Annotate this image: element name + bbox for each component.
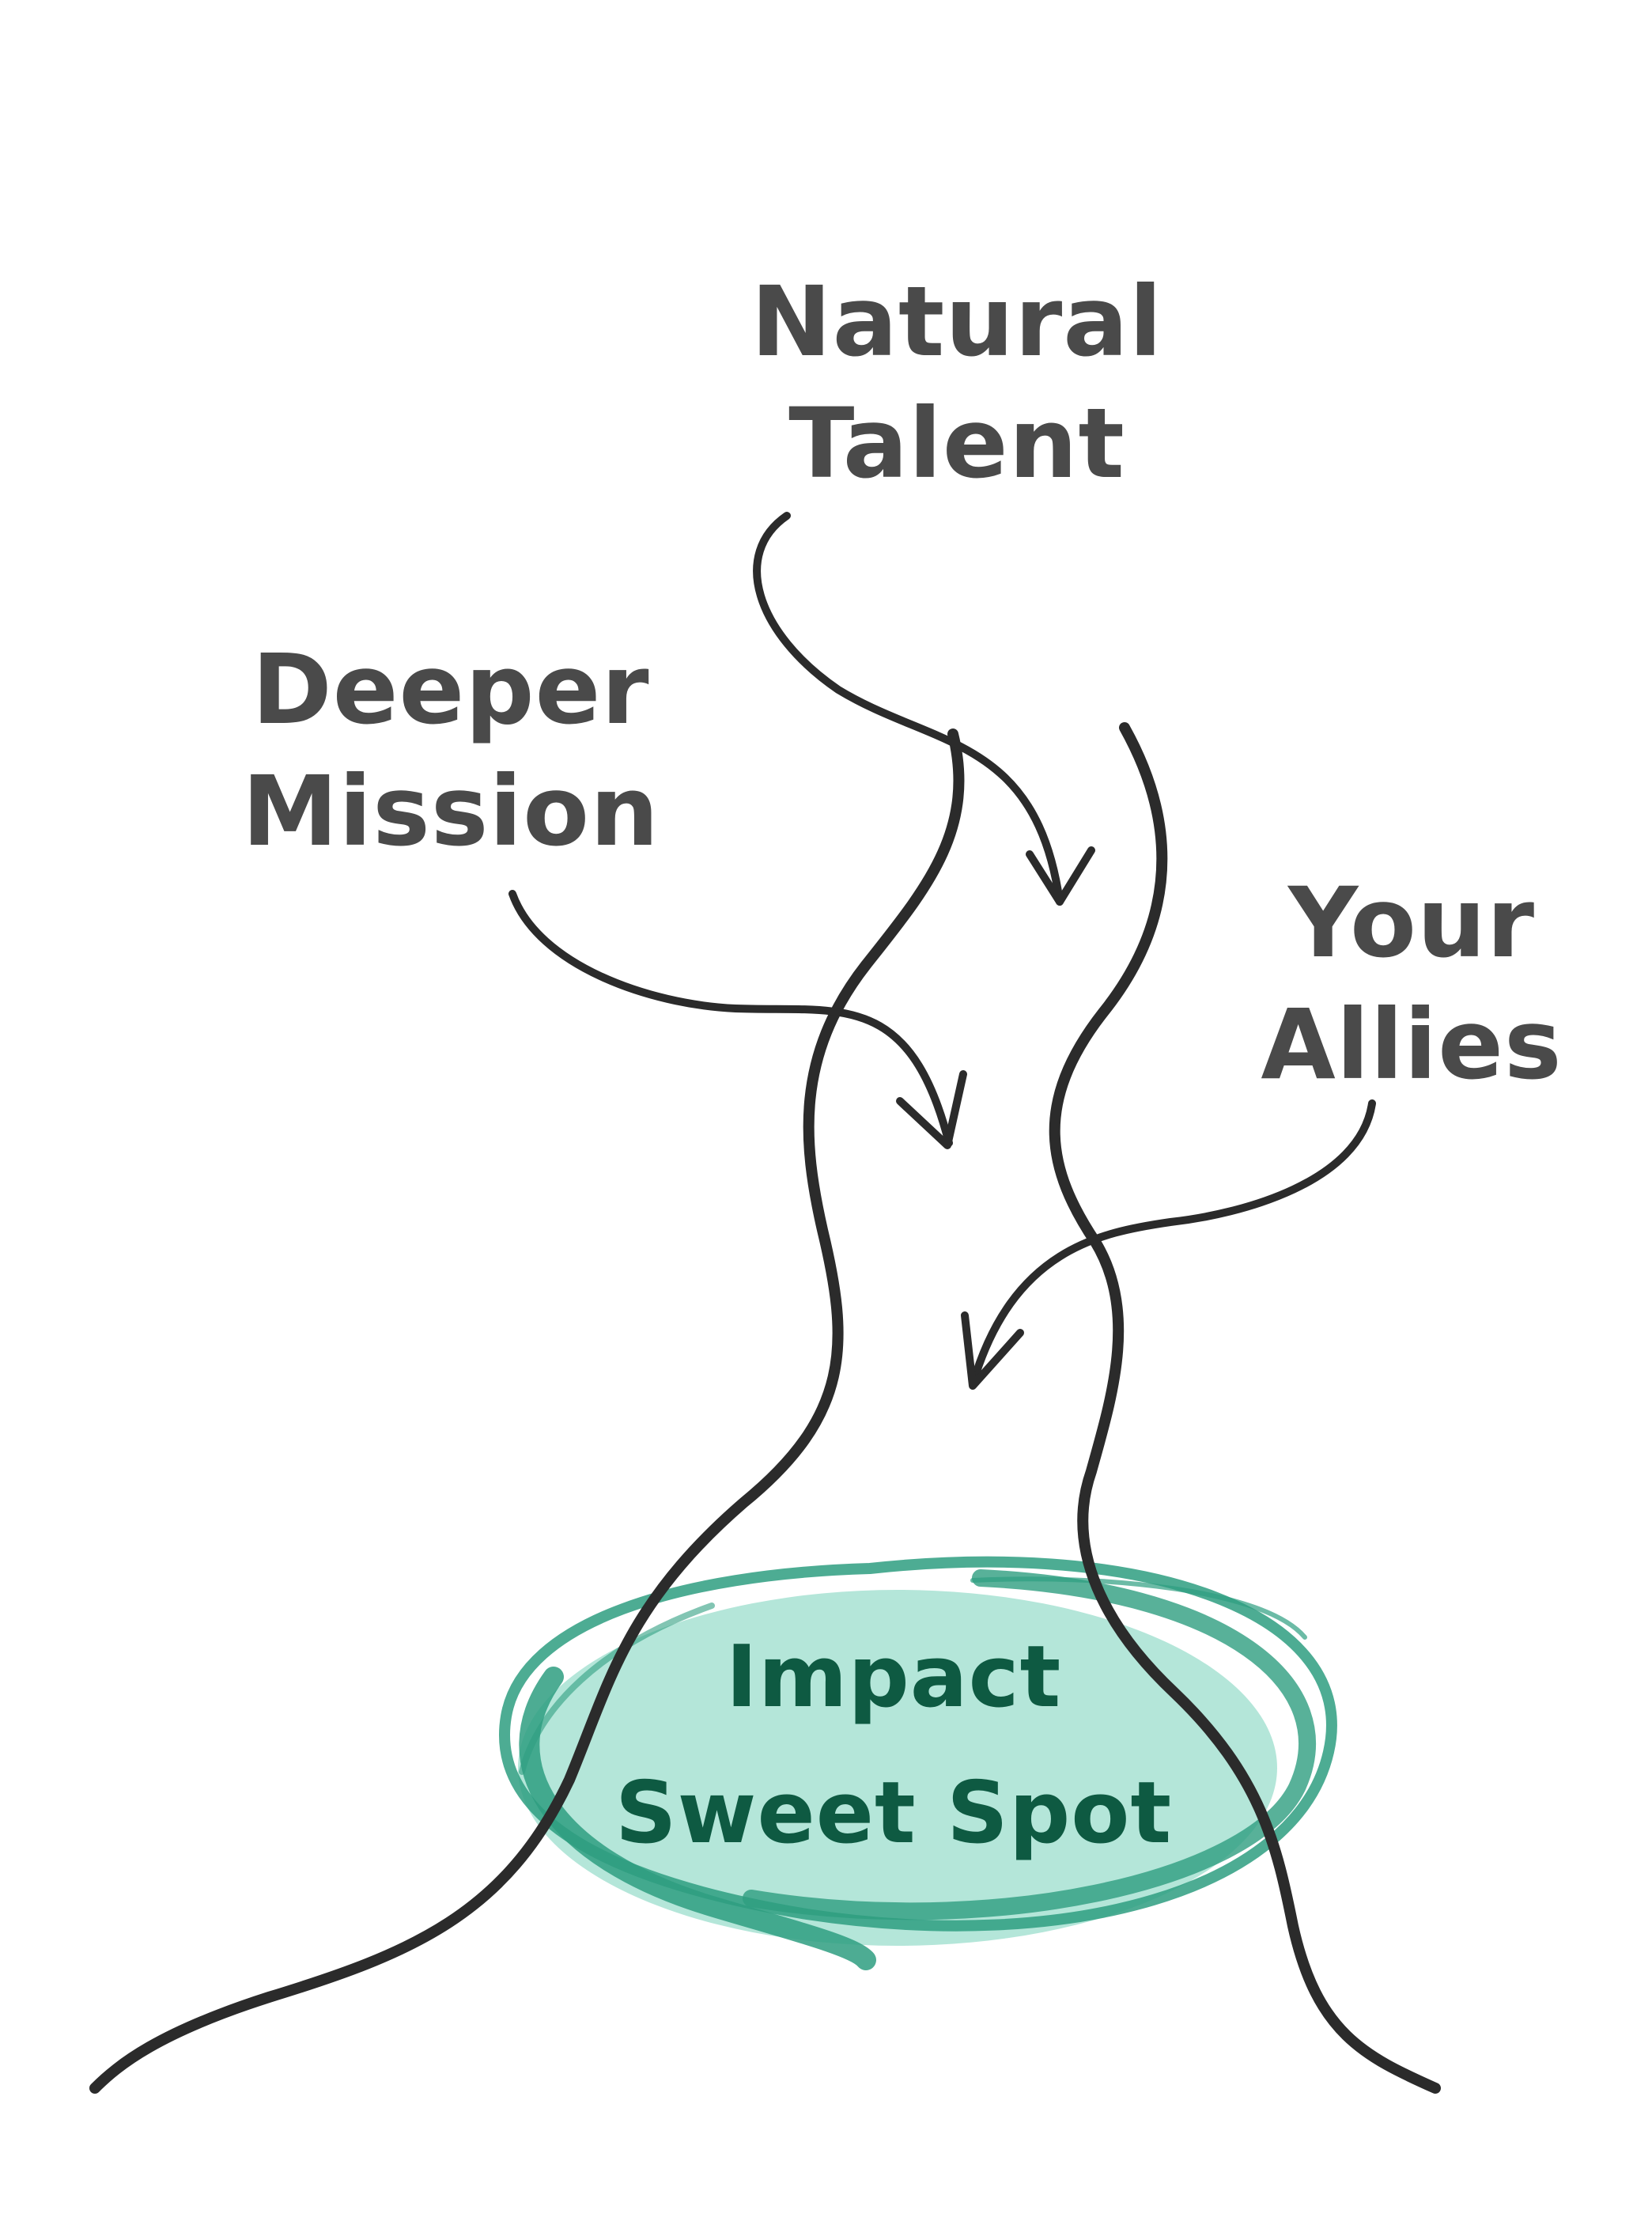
- your-allies-line-1: Your: [1288, 867, 1535, 979]
- your-allies-line-2: Allies: [1261, 989, 1563, 1101]
- your-allies-label: Your Allies: [1257, 862, 1566, 1106]
- sweet-spot-ring: [499, 1556, 1337, 1970]
- channel-walls: [89, 722, 1441, 2094]
- deeper-mission-arrowhead: [896, 1070, 967, 1149]
- deeper-mission-line-1: Deeper: [251, 634, 650, 746]
- natural-talent-line-2: Talent: [788, 388, 1125, 500]
- deeper-mission-line-2: Mission: [242, 755, 660, 868]
- sweet-spot-line-2: Sweet Spot: [614, 1764, 1173, 1863]
- right-wall: [1049, 722, 1441, 2094]
- deeper-mission-label: Deeper Mission: [237, 629, 664, 872]
- your-allies-arrow: [969, 1099, 1376, 1388]
- natural-talent-arrowhead: [1026, 846, 1095, 906]
- natural-talent-line-1: Natural: [750, 266, 1163, 378]
- natural-talent-arrow: [753, 512, 1064, 906]
- impact-sweet-spot-label: Impact Sweet Spot: [609, 1610, 1178, 1882]
- sweet-spot-line-1: Impact: [725, 1628, 1062, 1727]
- deeper-mission-arrow: [508, 890, 953, 1147]
- your-allies-arrowhead: [961, 1311, 1024, 1390]
- arrows: [508, 512, 1376, 1390]
- left-wall: [89, 728, 965, 2094]
- natural-talent-label: Natural Talent: [728, 261, 1186, 505]
- sweet-spot-fill: [518, 1590, 1277, 1946]
